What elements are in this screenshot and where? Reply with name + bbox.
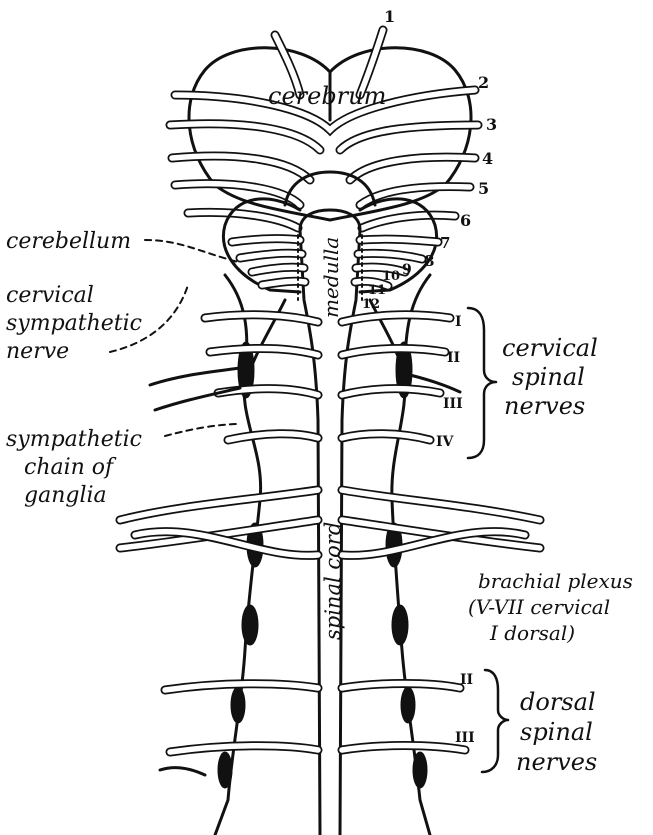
cranial-number-2: 2 [478, 73, 489, 92]
ganglion-left-2 [242, 605, 258, 645]
cervical-numeral-4: IV [436, 434, 455, 450]
label-medulla: medulla [319, 237, 343, 318]
cranial-number-10: 10 [382, 269, 400, 284]
cranial-number-1: 1 [384, 7, 395, 26]
ganglion-left-3 [231, 687, 245, 723]
label-dorsal-spinal-3: nerves [516, 748, 597, 776]
label-spinal-cord: spinal cord [321, 522, 345, 640]
label-brachial-2: (V-VII cervical [468, 595, 610, 619]
cranial-nerves-upper [170, 90, 478, 228]
cervical-bracket [468, 308, 496, 458]
cranial-number-9: 9 [402, 262, 412, 278]
cervical-spinal-nerves [150, 315, 460, 440]
label-sympathetic-chain-1: sympathetic [6, 427, 142, 452]
label-dorsal-spinal-1: dorsal [520, 688, 596, 716]
label-brachial-3: I dorsal) [489, 621, 575, 645]
label-cervical-sympathetic-2: sympathetic [6, 311, 142, 336]
cranial-number-12: 12 [362, 297, 380, 312]
cranial-number-5: 5 [478, 179, 489, 198]
label-cerebrum: cerebrum [268, 82, 386, 110]
label-cervical-spinal-2: spinal [512, 363, 585, 391]
cervical-roman-numerals: I II III IV [436, 314, 463, 450]
label-cervical-sympathetic-1: cervical [6, 283, 94, 308]
ganglion-left-4 [218, 752, 232, 788]
label-cervical-sympathetic-3: nerve [6, 339, 69, 364]
cranial-number-7: 7 [440, 234, 450, 252]
label-dorsal-spinal-2: spinal [520, 718, 593, 746]
cranial-number-3: 3 [486, 115, 497, 134]
ganglion-right-4 [413, 752, 427, 788]
cervical-numeral-3: III [443, 396, 463, 412]
cervical-numeral-2: II [447, 350, 460, 366]
cranial-number-4: 4 [482, 149, 493, 168]
label-cervical-spinal-1: cervical [502, 334, 598, 362]
label-brachial-1: brachial plexus [478, 569, 633, 593]
sympathetic-chain-leader [165, 424, 236, 436]
label-sympathetic-chain-2: chain of [24, 455, 117, 480]
label-cerebellum: cerebellum [6, 229, 131, 254]
dorsal-numeral-3: III [455, 730, 475, 746]
cranial-number-6: 6 [460, 211, 471, 230]
dorsal-bracket [482, 670, 508, 772]
label-cervical-spinal-3: nerves [504, 392, 585, 420]
label-sympathetic-chain-3: ganglia [24, 483, 107, 508]
cranial-number-11: 11 [368, 283, 386, 298]
ganglion-right-2 [392, 605, 408, 645]
cranial-number-8: 8 [424, 252, 434, 270]
dorsal-numeral-2: II [460, 672, 473, 688]
cervical-numeral-1: I [455, 314, 462, 330]
ganglion-right-3 [401, 687, 415, 723]
